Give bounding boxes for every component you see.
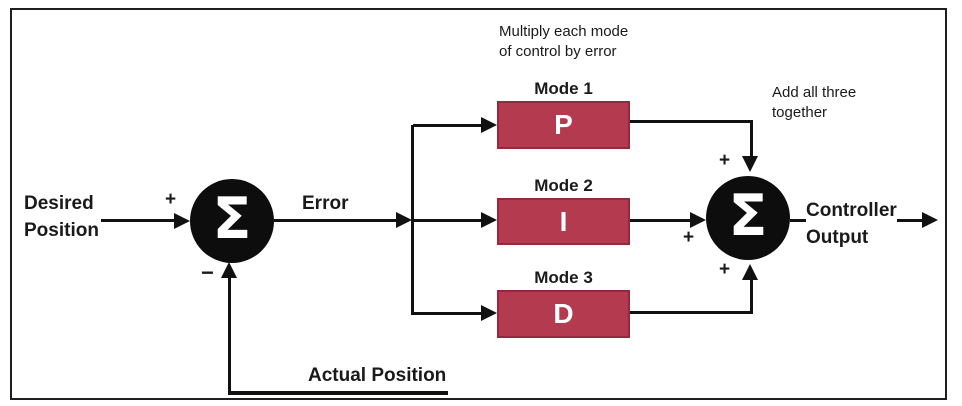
right-summation-node: Σ [706, 176, 790, 260]
i-output-line [630, 219, 690, 222]
branch-to-d-line [413, 312, 481, 315]
diagram-border [10, 8, 947, 400]
controller-output-label: Controller Output [806, 197, 897, 251]
right-sum-left-plus-sign: + [683, 227, 695, 248]
right-sum-bottom-plus-sign: + [719, 259, 731, 280]
desired-input-arrowhead [174, 213, 190, 229]
d-input-arrowhead [481, 305, 497, 321]
p-output-line-vertical [750, 120, 753, 158]
branch-to-i-line [413, 219, 481, 222]
i-block-letter: I [559, 205, 568, 237]
error-arrowhead [396, 212, 412, 228]
multiply-note: Multiply each mode of control by error [499, 23, 629, 60]
i-output-arrowhead [690, 212, 706, 228]
add-note: Add all three together [772, 84, 857, 121]
p-block: P [497, 101, 630, 149]
branch-to-p-line [413, 124, 481, 127]
branch-vertical-line [411, 125, 414, 315]
p-input-arrowhead [481, 117, 497, 133]
mode1-label: Mode 1 [534, 79, 593, 98]
feedback-arrowhead [221, 262, 237, 278]
i-input-arrowhead [481, 212, 497, 228]
p-block-letter: P [554, 109, 573, 140]
d-output-arrowhead [742, 264, 758, 280]
d-output-line-vertical [750, 280, 753, 314]
mode3-label: Mode 3 [534, 268, 593, 287]
mode2-label: Mode 2 [534, 176, 593, 195]
d-block: D [497, 290, 630, 338]
left-sum-plus-sign: + [165, 189, 177, 210]
p-output-line-horizontal [630, 120, 753, 123]
desired-input-line [101, 219, 175, 222]
i-block: I [497, 198, 630, 245]
sigma-symbol: Σ [728, 182, 768, 249]
error-line [274, 219, 396, 222]
feedback-line-vertical [228, 278, 231, 395]
right-sum-top-plus-sign: + [719, 150, 731, 171]
left-summation-node: Σ [190, 179, 274, 263]
error-label: Error [302, 193, 349, 214]
sigma-symbol: Σ [212, 185, 252, 252]
actual-position-label: Actual Position [308, 365, 447, 386]
d-output-line-horizontal [630, 311, 753, 314]
left-sum-minus-sign: − [201, 260, 214, 285]
feedback-line-horizontal [228, 391, 448, 395]
desired-position-label: Desired Position [24, 193, 99, 241]
d-block-letter: D [553, 298, 574, 329]
controller-output-arrowhead [922, 212, 938, 228]
p-output-arrowhead [742, 156, 758, 172]
